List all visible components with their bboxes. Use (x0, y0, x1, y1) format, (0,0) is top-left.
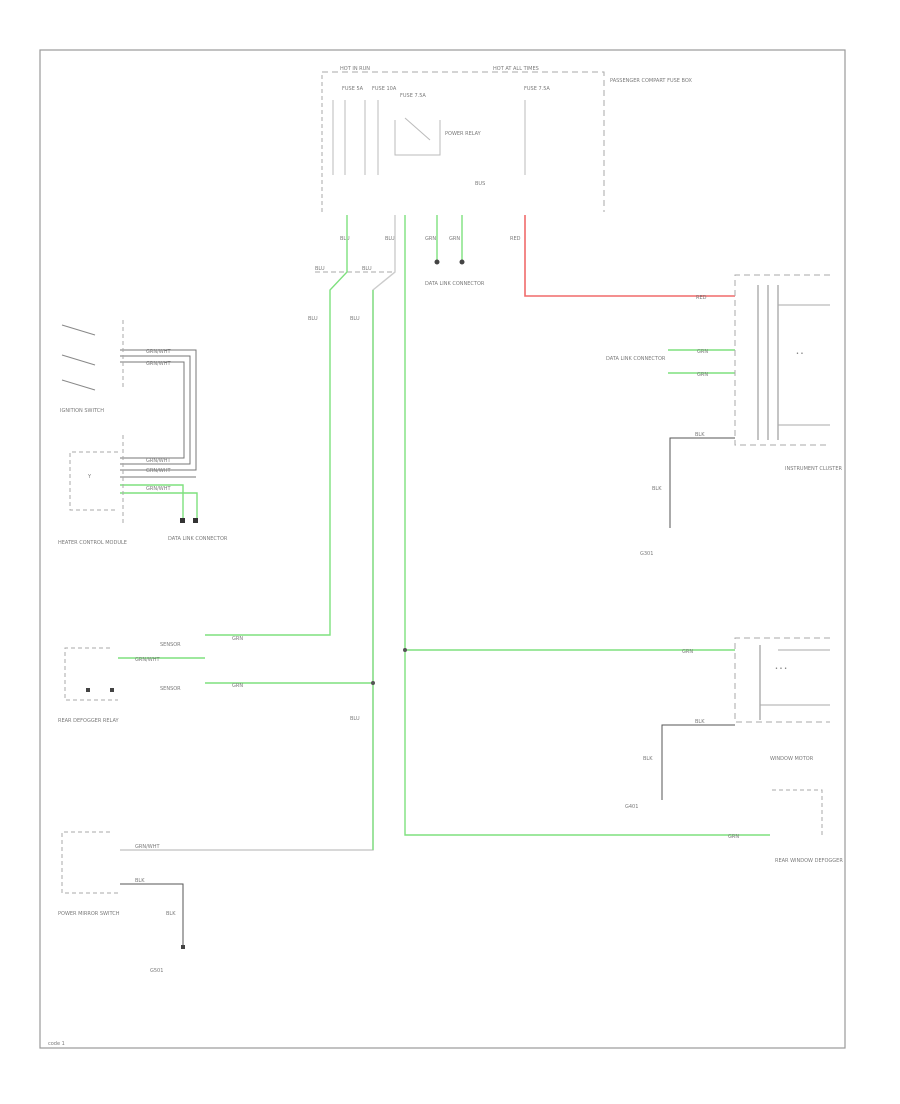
connector-dot-1 (434, 259, 440, 265)
motor-pins: • • • (775, 666, 787, 672)
power-mirror-label: POWER MIRROR SWITCH (58, 911, 120, 917)
fuse-label-a: FUSE 5A (342, 86, 364, 92)
mirror-ground-wire-v: BLK (166, 911, 176, 917)
mirror-wire: GRN/WHT (135, 844, 160, 850)
ignition-switch: IGNITION SWITCH GRN/WHT GRN/WHT (60, 320, 171, 414)
cluster-pin: • • (796, 351, 804, 357)
rear-defogger-relay: REAR DEFOGGER RELAY GRN/WHT SENSOR SENSO… (58, 281, 485, 724)
ground-1-label: G301 (640, 551, 653, 557)
power-mirror-switch: GRN/WHT POWER MIRROR SWITCH BLK BLK G501 (58, 831, 185, 974)
fuse-box-hot-all: HOT AT ALL TIMES (493, 66, 539, 72)
fuse-label-d: FUSE 7.5A (524, 86, 550, 92)
cluster-ground-wire: BLK (695, 432, 705, 438)
ground-3-label: G501 (150, 968, 163, 974)
instrument-cluster-label: INSTRUMENT CLUSTER (785, 466, 843, 472)
ground-2-label: G401 (625, 804, 638, 810)
left-vert-label: BLU (308, 316, 318, 322)
ign-wire-1: GRN/WHT (146, 349, 171, 355)
rear-defog-label: REAR DEFOGGER RELAY (58, 718, 119, 724)
fuse-label-b: FUSE 10A (372, 86, 397, 92)
mirror-ground-wire: BLK (135, 878, 145, 884)
cluster-ground-wire-v: BLK (652, 486, 662, 492)
relay-label: POWER RELAY (445, 131, 482, 137)
junction-connector: BLU BLU (315, 266, 392, 273)
motor-ground-wire: BLK (695, 719, 705, 725)
switch-label-b: SENSOR (160, 686, 181, 692)
instrument-cluster: • • INSTRUMENT CLUSTER RED GRN GRN DATA … (606, 274, 843, 557)
fuse-box-hot-run: HOT IN RUN (340, 66, 370, 72)
dlc-label-right: DATA LINK CONNECTOR (606, 356, 666, 362)
cluster-red-label: RED (696, 295, 707, 301)
window-motor: • • • GRN WINDOW MOTOR BLK BLK G401 (625, 637, 830, 810)
heater-control-module: Y GRN/WHT GRN/WHT GRN/WHT HEATER CONTROL… (58, 435, 228, 546)
switch-label-a: SENSOR (160, 642, 181, 648)
dlc-label-left: DATA LINK CONNECTOR (168, 536, 228, 542)
green-wire-label-b: GRN (232, 683, 243, 689)
footer-code: code 1 (48, 1041, 65, 1047)
bus-label: BUS (475, 181, 485, 187)
defog-wire: GRN/WHT (135, 657, 160, 663)
mid-wire-label: BLU (350, 716, 360, 722)
wire-label-3: GRN (425, 236, 436, 242)
rear-window-label: REAR WINDOW DEFOGGER (775, 858, 843, 864)
ignition-switch-label: IGNITION SWITCH (60, 408, 104, 414)
connector-dot-2 (459, 259, 465, 265)
mid-vert-label: BLU (350, 316, 360, 322)
cluster-wire-b: GRN (697, 372, 708, 378)
connector-label-2: BLU (362, 266, 372, 272)
green-wires (118, 215, 770, 851)
red-wire (524, 215, 735, 297)
cluster-wire-a: GRN (697, 349, 708, 355)
wire-label-5: RED (510, 236, 521, 242)
connector-label-1: BLU (315, 266, 325, 272)
fuse-box-label: PASSENGER COMPART FUSE BOX (610, 78, 692, 84)
sensor-wire: GRN (728, 834, 739, 840)
junction-dot-2 (403, 648, 407, 652)
wire-label-2: BLU (385, 236, 395, 242)
wire-label-1: BLU (340, 236, 350, 242)
fuse-box: HOT IN RUN HOT AT ALL TIMES PASSENGER CO… (321, 66, 692, 212)
hvac-wire-2: GRN/WHT (146, 468, 171, 474)
hvac-wire-1: GRN/WHT (146, 458, 171, 464)
wire-label-4: GRN (449, 236, 460, 242)
rear-window-defogger: GRN REAR WINDOW DEFOGGER (728, 789, 843, 864)
junction-dot-1 (371, 681, 375, 685)
hvac-label: HEATER CONTROL MODULE (58, 540, 127, 546)
center-connector-label: DATA LINK CONNECTOR (425, 281, 485, 287)
hvac-symbol: Y (87, 474, 92, 480)
window-motor-label: WINDOW MOTOR (770, 756, 814, 762)
fuse-label-c: FUSE 7.5A (400, 93, 426, 99)
hvac-wire-3: GRN/WHT (146, 486, 171, 492)
motor-ground-wire-v: BLK (643, 756, 653, 762)
diagram-frame (39, 49, 846, 1049)
motor-green-label: GRN (682, 649, 693, 655)
ign-wire-2: GRN/WHT (146, 361, 171, 367)
harness-loop (120, 349, 197, 478)
green-wire-label-a: GRN (232, 636, 243, 642)
